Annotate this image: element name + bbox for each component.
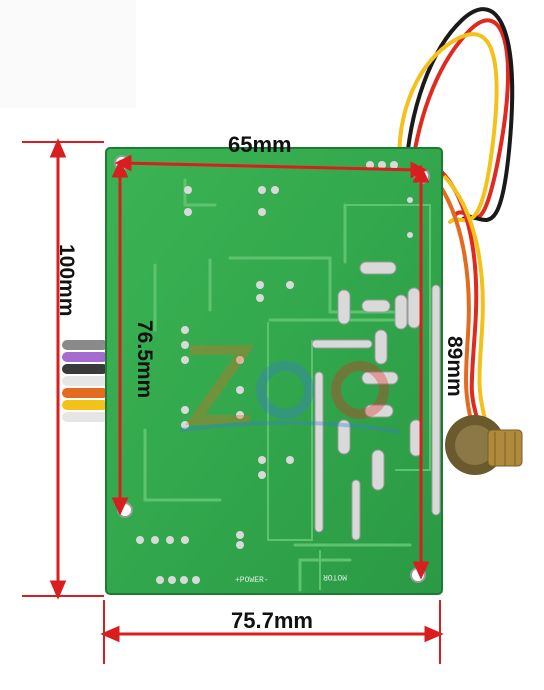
dimension-label-right: 89mm <box>443 336 466 397</box>
solder-pads <box>311 261 441 541</box>
dimension-label-left: 100mm <box>55 244 78 317</box>
vias <box>136 161 413 584</box>
wire-bundle-right <box>434 168 490 437</box>
watermark-logo <box>179 345 401 434</box>
dimension-label-inner: 76.5mm <box>133 320 156 399</box>
dimension-lines <box>22 138 444 664</box>
copper-pours <box>267 204 431 590</box>
silkscreen-power: +POWER- <box>235 576 269 585</box>
image-corner-patch <box>0 0 136 108</box>
potentiometer <box>445 415 523 475</box>
dimension-line-top <box>123 161 419 172</box>
silkscreen-motor: MOTOR <box>323 572 348 581</box>
dimension-label-top: 65mm <box>228 132 292 157</box>
dimension-label-bottom: 75.7mm <box>231 608 313 633</box>
connector-cable-left <box>62 340 108 422</box>
